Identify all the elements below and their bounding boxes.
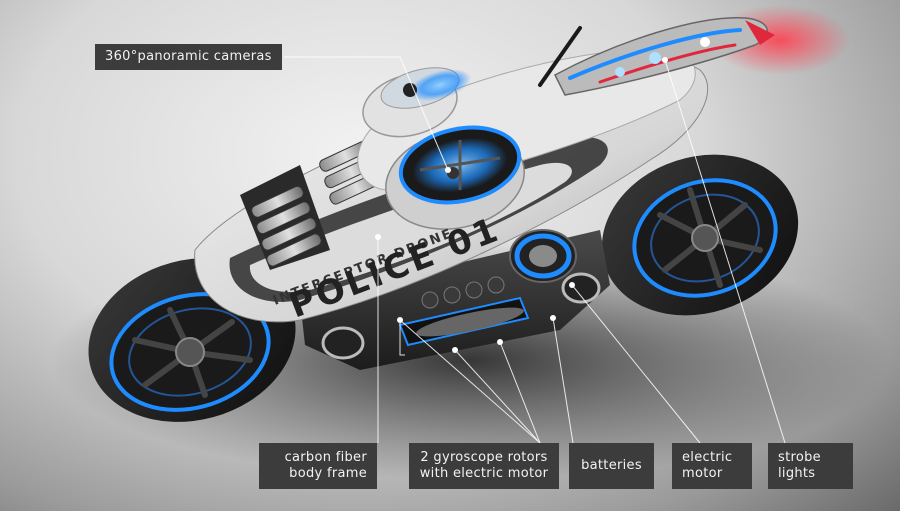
front-wheel [88,258,296,422]
callout-cameras: 360°panoramic cameras [95,44,282,70]
strobe-light-bar [554,17,775,96]
leader-gyro-b [454,349,541,444]
callout-gyroscope: 2 gyroscope rotors with electric motor [409,443,559,489]
leader-lines [284,56,786,444]
antenna [538,26,582,87]
dot-gyro-a [397,317,403,323]
dot-carbon [375,234,381,240]
rear-wheel [601,154,799,316]
callout-gyro-line1: 2 gyroscope rotors [420,450,548,465]
leader-batteries [552,317,574,444]
leader-gyro-d [399,320,405,356]
electric-motor-hub [509,229,577,283]
pointer-dots [375,57,668,353]
dot-gyro-c [497,339,503,345]
camera-drone-small [362,67,472,138]
leader-cameras [284,56,449,171]
callout-motor-line1: electric [682,450,733,465]
dot-gyro-b [452,347,458,353]
dot-motor [569,282,575,288]
callout-cameras-text: 360°panoramic cameras [105,49,272,64]
leader-gyro-c [499,341,541,444]
dot-strobe [662,57,668,63]
callout-carbon-line1: carbon fiber [284,450,367,465]
callout-strobe-line1: strobe [778,450,821,465]
dot-batteries [550,315,556,321]
callout-electric-motor: electric motor [672,443,752,489]
callout-motor-line2: motor [682,466,723,481]
callout-gyro-line2: with electric motor [419,466,549,481]
camera-drone-large [385,125,525,230]
callout-strobe-lights: strobe lights [768,443,853,489]
callout-batteries-text: batteries [581,458,642,473]
leader-motor [571,284,701,444]
callout-carbon-fiber: carbon fiber body frame [259,443,377,489]
callout-batteries: batteries [569,443,654,489]
dot-cameras [445,167,451,173]
leader-gyro-a [399,319,541,444]
leader-strobe [664,59,786,444]
callout-carbon-line2: body frame [289,466,367,481]
callout-strobe-line2: lights [778,466,816,481]
